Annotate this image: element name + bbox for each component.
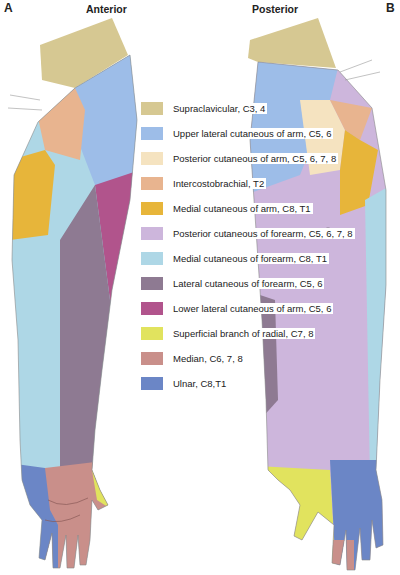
lateral-forearm-area xyxy=(60,185,140,480)
chest-line xyxy=(8,95,42,110)
legend-text: Intercostobrachial, T2 xyxy=(171,178,266,189)
supraclavicular-area xyxy=(248,18,336,68)
legend-row: Lateral cutaneous of forearm, C5, 6 xyxy=(141,271,355,296)
legend: Supraclavicular, C3, 4 Upper lateral cuta… xyxy=(141,96,355,396)
medial-arm-area xyxy=(10,150,55,240)
legend-swatch xyxy=(141,302,163,315)
medial-forearm-area xyxy=(0,0,150,575)
legend-text: Posterior cutaneous of arm, C5, 6, 7, 8 xyxy=(171,153,338,164)
legend-text: Superficial branch of radial, C7, 8 xyxy=(171,328,315,339)
legend-row: Upper lateral cutaneous of arm, C5, 6 xyxy=(141,121,355,146)
arm-outline xyxy=(12,55,137,568)
legend-text: Median, C6, 7, 8 xyxy=(171,353,245,364)
legend-row: Superficial branch of radial, C7, 8 xyxy=(141,321,355,346)
radial-area xyxy=(240,465,336,575)
legend-row: Posterior cutaneous of forearm, C5, 6, 7… xyxy=(141,221,355,246)
legend-text: Medial cutaneous of arm, C8, T1 xyxy=(171,203,313,214)
legend-text: Lateral cutaneous of forearm, C5, 6 xyxy=(171,278,324,289)
legend-swatch xyxy=(141,227,163,240)
view-title: Posterior xyxy=(250,3,300,15)
legend-swatch xyxy=(141,377,163,390)
medial-forearm-area xyxy=(365,180,400,480)
ulnar-area xyxy=(0,462,58,575)
legend-swatch xyxy=(141,102,163,115)
legend-row: Intercostobrachial, T2 xyxy=(141,171,355,196)
legend-row: Supraclavicular, C3, 4 xyxy=(141,96,355,121)
legend-text: Posterior cutaneous of forearm, C5, 6, 7… xyxy=(171,228,355,239)
view-title: Anterior xyxy=(84,3,129,15)
legend-text: Supraclavicular, C3, 4 xyxy=(171,103,267,114)
palm-crease xyxy=(45,498,88,522)
legend-text: Medial cutaneous of forearm, C8, T1 xyxy=(171,253,329,264)
legend-row: Lower lateral cutaneous of arm, C5, 6 xyxy=(141,296,355,321)
legend-swatch xyxy=(141,277,163,290)
legend-row: Posterior cutaneous of arm, C5, 6, 7, 8 xyxy=(141,146,355,171)
legend-swatch xyxy=(141,152,163,165)
radial-area xyxy=(92,470,120,515)
legend-swatch xyxy=(141,252,163,265)
legend-swatch xyxy=(141,127,163,140)
art-part xyxy=(0,0,150,575)
legend-swatch xyxy=(141,177,163,190)
legend-row: Medial cutaneous of arm, C8, T1 xyxy=(141,196,355,221)
legend-text: Lower lateral cutaneous of arm, C5, 6 xyxy=(171,303,333,314)
legend-row: Medial cutaneous of forearm, C8, T1 xyxy=(141,246,355,271)
anterior-arm xyxy=(0,0,150,575)
legend-row: Median, C6, 7, 8 xyxy=(141,346,355,371)
legend-text: Ulnar, C8,T1 xyxy=(171,378,228,389)
panel-letter: A xyxy=(2,2,15,16)
median-area xyxy=(280,540,354,575)
legend-swatch xyxy=(141,352,163,365)
intercostobrachial-area xyxy=(38,88,85,160)
legend-swatch xyxy=(141,202,163,215)
legend-row: Ulnar, C8,T1 xyxy=(141,371,355,396)
legend-swatch xyxy=(141,327,163,340)
legend-text: Upper lateral cutaneous of arm, C5, 6 xyxy=(171,128,333,139)
panel-letter: B xyxy=(384,2,397,16)
back-line xyxy=(340,60,380,80)
